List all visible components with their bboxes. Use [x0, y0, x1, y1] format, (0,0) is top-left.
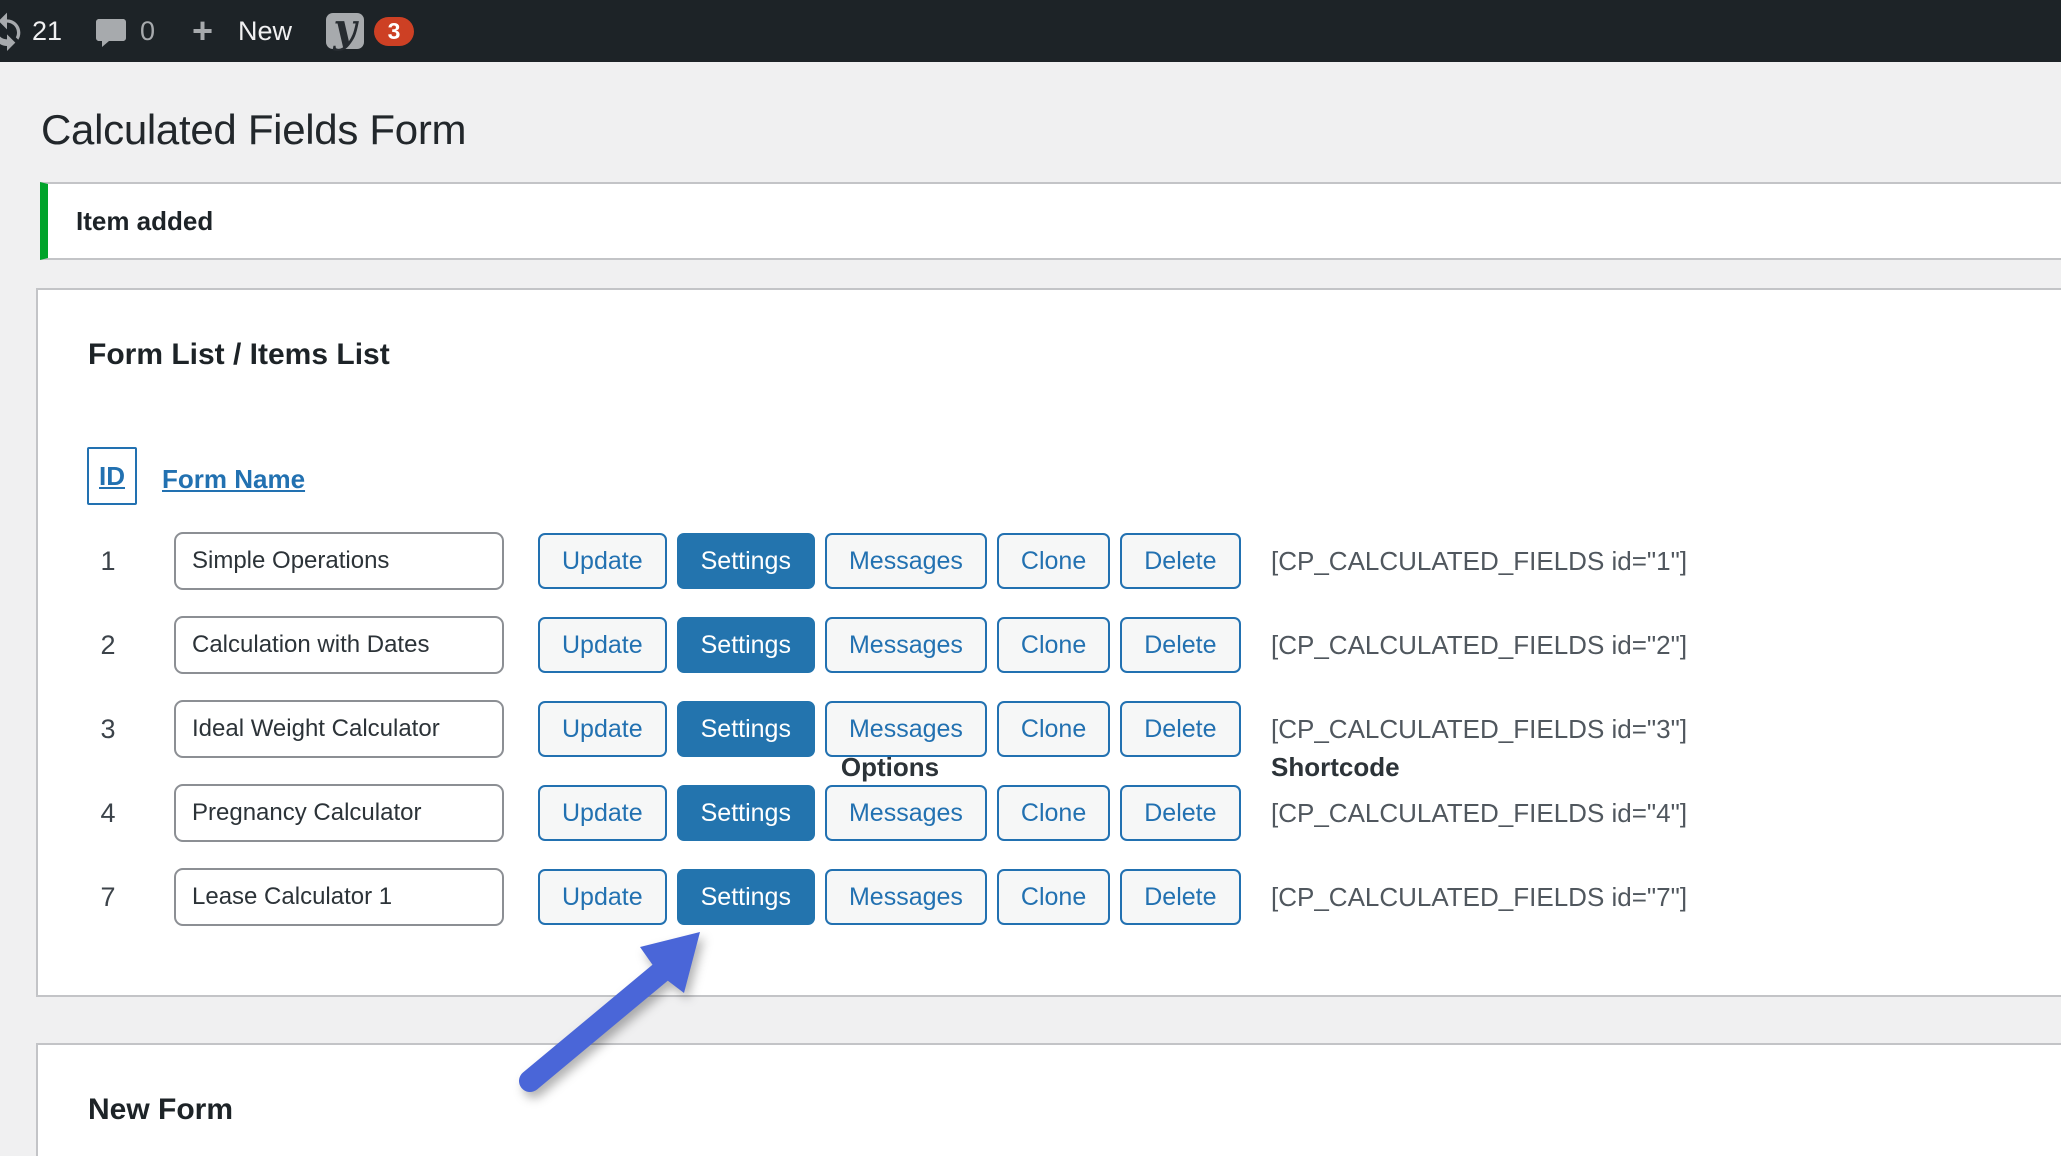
form-id: 3 [100, 714, 116, 744]
form-id: 2 [100, 630, 116, 660]
clone-button[interactable]: Clone [996, 785, 1111, 841]
plus-icon[interactable]: + [192, 10, 214, 51]
form-list-heading: Form List / Items List [88, 338, 390, 371]
clone-button[interactable]: Clone [996, 533, 1111, 589]
settings-button[interactable]: Settings [676, 533, 815, 589]
clone-button[interactable]: Clone [996, 617, 1111, 673]
table-row: 7 Update Settings Messages Clone Delete … [38, 868, 2061, 926]
column-header-form-name[interactable]: Form Name [162, 464, 306, 494]
shortcode-text: [CP_CALCULATED_FIELDS id="1"] [1271, 546, 1688, 576]
settings-button[interactable]: Settings [676, 617, 815, 673]
shortcode-text: [CP_CALCULATED_FIELDS id="7"] [1271, 882, 1688, 912]
form-name-input[interactable] [174, 532, 504, 590]
yoast-seo-icon[interactable]: y [326, 9, 364, 49]
row-actions: Update Settings Messages Clone Delete [538, 617, 1241, 673]
delete-button[interactable]: Delete [1120, 869, 1241, 925]
form-id: 7 [100, 882, 116, 912]
messages-button[interactable]: Messages [824, 533, 987, 589]
messages-button[interactable]: Messages [824, 869, 987, 925]
table-row: 1 Update Settings Messages Clone Delete … [38, 532, 2061, 590]
form-name-input[interactable] [174, 616, 504, 674]
column-header-shortcode: Shortcode [1271, 752, 1400, 782]
updates-icon[interactable] [0, 11, 27, 56]
update-button[interactable]: Update [538, 701, 667, 757]
yoast-y-glyph: y [333, 5, 357, 52]
new-menu-label[interactable]: New [238, 16, 293, 46]
new-form-panel: New Form [36, 1043, 2061, 1156]
messages-button[interactable]: Messages [824, 617, 987, 673]
shortcode-text: [CP_CALCULATED_FIELDS id="2"] [1271, 630, 1688, 660]
update-button[interactable]: Update [538, 533, 667, 589]
column-header-id[interactable]: ID [99, 460, 125, 491]
comments-icon[interactable] [95, 18, 127, 53]
row-actions: Update Settings Messages Clone Delete [538, 869, 1241, 925]
yoast-notification-badge[interactable]: 3 [374, 17, 414, 46]
table-row: 2 Update Settings Messages Clone Delete … [38, 616, 2061, 674]
form-list-panel: Form List / Items List ID Form Name Opti… [36, 288, 2061, 997]
comments-count[interactable]: 0 [140, 16, 156, 46]
column-header-id-box[interactable]: ID [87, 447, 137, 505]
table-row: 4 Update Settings Messages Clone Delete … [38, 784, 2061, 842]
updates-count[interactable]: 21 [32, 16, 63, 46]
delete-button[interactable]: Delete [1120, 785, 1241, 841]
settings-button[interactable]: Settings [676, 785, 815, 841]
success-notice: Item added [40, 182, 2061, 260]
clone-button[interactable]: Clone [996, 701, 1111, 757]
settings-button[interactable]: Settings [676, 869, 815, 925]
delete-button[interactable]: Delete [1120, 533, 1241, 589]
messages-button[interactable]: Messages [824, 785, 987, 841]
admin-bar: 21 0 + New y 3 [0, 0, 2061, 62]
form-name-input[interactable] [174, 700, 504, 758]
form-name-input[interactable] [174, 784, 504, 842]
form-name-input[interactable] [174, 868, 504, 926]
shortcode-text: [CP_CALCULATED_FIELDS id="4"] [1271, 798, 1688, 828]
update-button[interactable]: Update [538, 617, 667, 673]
delete-button[interactable]: Delete [1120, 701, 1241, 757]
table-row: 3 Update Settings Messages Clone Delete … [38, 700, 2061, 758]
notice-text: Item added [76, 205, 214, 236]
update-button[interactable]: Update [538, 785, 667, 841]
shortcode-text: [CP_CALCULATED_FIELDS id="3"] [1271, 714, 1688, 744]
row-actions: Update Settings Messages Clone Delete [538, 785, 1241, 841]
row-actions: Update Settings Messages Clone Delete [538, 533, 1241, 589]
clone-button[interactable]: Clone [996, 869, 1111, 925]
form-id: 1 [100, 546, 116, 576]
messages-button[interactable]: Messages [824, 701, 987, 757]
delete-button[interactable]: Delete [1120, 617, 1241, 673]
update-button[interactable]: Update [538, 869, 667, 925]
new-form-heading: New Form [88, 1093, 234, 1126]
row-actions: Update Settings Messages Clone Delete [538, 701, 1241, 757]
page-title: Calculated Fields Form [41, 106, 467, 153]
column-header-options: Options [840, 752, 940, 782]
settings-button[interactable]: Settings [676, 701, 815, 757]
form-id: 4 [100, 798, 116, 828]
